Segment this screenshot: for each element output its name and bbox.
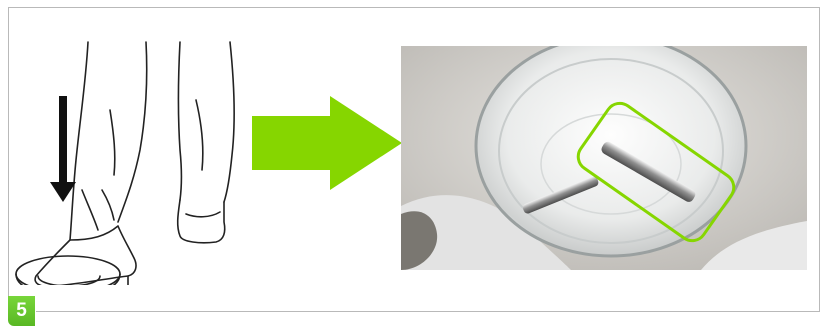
step-number: 5 [16,300,27,321]
foot-pedal [15,273,121,285]
figure-frame [8,7,820,312]
bottom-rule [36,311,820,312]
large-rod [601,141,696,202]
step-number-badge: 5 [8,296,35,326]
highlight-frame [576,101,736,243]
foot-pedal-illustration [15,41,235,285]
left-trouser-outline [69,41,89,241]
left-shoe [34,225,137,285]
right-shoe [176,199,226,244]
down-arrow-icon [50,96,76,202]
left-trouser-inner [117,41,148,223]
handpiece-photo [401,46,807,270]
small-rod [522,176,599,214]
right-arrow-icon [252,96,402,190]
